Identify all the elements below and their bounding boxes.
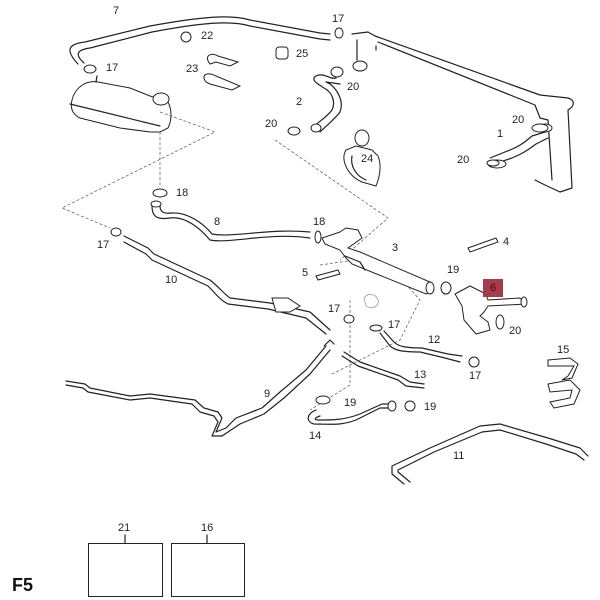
label-18-a: 18 — [176, 187, 189, 199]
clamp-20-c — [531, 123, 549, 133]
highlighted-part-6-label[interactable]: 6 — [483, 279, 503, 297]
hose-14[interactable] — [307, 400, 397, 425]
label-25: 25 — [296, 48, 309, 60]
label-11: 11 — [453, 450, 465, 462]
clamp-19-c — [404, 400, 416, 412]
hose-10[interactable] — [123, 235, 331, 335]
label-20-e: 20 — [509, 325, 522, 337]
label-19-b: 19 — [344, 397, 357, 409]
label-12: 12 — [428, 334, 441, 346]
label-17-top: 17 — [332, 13, 345, 25]
label-20-d: 20 — [457, 154, 470, 166]
hose-13[interactable] — [341, 351, 425, 389]
label-4: 4 — [503, 236, 510, 248]
label-20-a: 20 — [347, 81, 360, 93]
label-9: 9 — [264, 388, 271, 400]
hose-12[interactable] — [379, 330, 463, 363]
clamp-20-b — [287, 126, 301, 136]
label-17-f: 17 — [469, 370, 482, 382]
label-8: 8 — [214, 216, 221, 228]
clamp-18-b — [314, 230, 322, 244]
clamp-18-a — [152, 188, 168, 198]
inset-box-21[interactable] — [88, 543, 163, 597]
hose-8[interactable] — [150, 200, 311, 242]
label-17-d: 17 — [328, 303, 341, 315]
clamp-19-b — [315, 395, 331, 405]
label-7: 7 — [113, 5, 120, 17]
hose-7[interactable] — [69, 16, 331, 65]
label-20-c: 20 — [512, 114, 525, 126]
clamp-17-d — [343, 314, 355, 324]
label-18-b: 18 — [313, 216, 326, 228]
label-1: 1 — [497, 128, 504, 140]
hose-9[interactable] — [65, 339, 335, 437]
small-clamps — [83, 27, 549, 412]
clip-23[interactable] — [203, 53, 242, 91]
label-19-c: 19 — [424, 401, 437, 413]
clamp-20-a — [330, 66, 344, 78]
label-20-b: 20 — [265, 118, 278, 130]
label-24: 24 — [361, 153, 374, 165]
label-19-a: 19 — [447, 264, 460, 276]
clip-15[interactable] — [547, 357, 581, 409]
label-13: 13 — [414, 369, 427, 381]
clamp-24[interactable] — [343, 129, 381, 187]
clamp-17-e — [369, 324, 383, 332]
label-10: 10 — [165, 274, 178, 286]
hose-11[interactable] — [391, 423, 589, 485]
coolant-pipe-frame — [351, 31, 574, 193]
clamp-17-top — [334, 27, 344, 39]
clamp-17-c — [110, 227, 122, 237]
expansion-tank[interactable] — [69, 75, 172, 133]
ghost-clamp — [363, 293, 379, 309]
clamp-22 — [180, 31, 192, 43]
label-5: 5 — [302, 267, 309, 279]
clamp-20-e — [495, 314, 505, 330]
hose-2[interactable] — [310, 60, 368, 133]
label-2: 2 — [296, 96, 303, 108]
label-17-c: 17 — [97, 239, 110, 251]
grommet-25 — [275, 46, 289, 60]
label-17-tank: 17 — [106, 62, 119, 74]
label-23: 23 — [186, 63, 199, 75]
label-21: 21 — [118, 522, 131, 534]
clamp-17-f — [468, 356, 480, 368]
stud-4 — [467, 237, 499, 253]
bolt-5 — [315, 269, 341, 281]
label-15: 15 — [557, 344, 570, 356]
label-22: 22 — [201, 30, 214, 42]
label-3: 3 — [392, 242, 399, 254]
clamp-20-d — [486, 159, 500, 167]
inset-box-16[interactable] — [171, 543, 245, 597]
clamp-17-tank — [83, 64, 97, 74]
pipe-3[interactable] — [321, 227, 435, 295]
label-16: 16 — [201, 522, 214, 534]
label-14: 14 — [309, 430, 322, 442]
label-17-e: 17 — [388, 319, 401, 331]
figure-code: F5 — [12, 575, 34, 595]
clamp-19-a — [440, 281, 452, 295]
